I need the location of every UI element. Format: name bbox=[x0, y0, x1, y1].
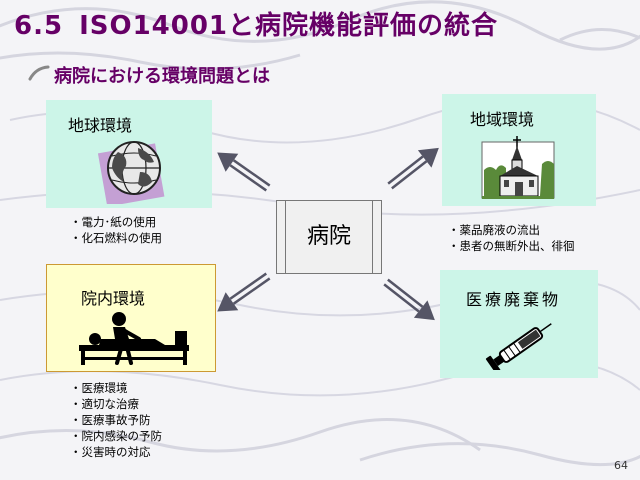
slide-subtitle: 病院における環境問題とは bbox=[54, 66, 270, 87]
arrow-to-internal-environment bbox=[209, 265, 276, 322]
hospital-center-label: 病院 bbox=[306, 224, 351, 249]
arrow-to-regional-environment bbox=[381, 137, 447, 196]
center-box-divider bbox=[372, 201, 373, 273]
medical-waste-label: 医療廃棄物 bbox=[466, 290, 562, 309]
note-item: 災害時の対応 bbox=[70, 444, 162, 460]
syringe-icon bbox=[485, 323, 552, 370]
section-number: 6.5 bbox=[14, 11, 64, 41]
note-item: 院内感染の予防 bbox=[70, 428, 163, 444]
note-item: 患者の無断外出、徘徊 bbox=[448, 238, 575, 254]
regional-environment-label: 地域環境 bbox=[470, 110, 535, 129]
regional-environment-box: 地域環境 bbox=[442, 94, 596, 206]
note-item: 化石燃料の使用 bbox=[70, 230, 163, 246]
medical-waste-box: 医療廃棄物 bbox=[440, 270, 598, 378]
hospital-center-box: 病院 bbox=[276, 200, 382, 274]
page-number: 64 bbox=[614, 459, 628, 472]
arrow-to-global-environment bbox=[209, 142, 276, 199]
title-text: ISO14001と病院機能評価の統合 bbox=[79, 11, 499, 41]
global-environment-notes: 電力･紙の使用 化石燃料の使用 bbox=[70, 214, 163, 246]
patient-bed-icon bbox=[79, 312, 189, 365]
note-item: 医療環境 bbox=[70, 380, 162, 396]
slide-title: 6.5 ISO14001と病院機能評価の統合 bbox=[14, 6, 498, 46]
church-icon bbox=[481, 136, 555, 199]
arrow-to-medical-waste bbox=[377, 272, 443, 331]
regional-environment-notes: 薬品廃液の流出 患者の無断外出、徘徊 bbox=[448, 222, 575, 254]
internal-environment-box: 院内環境 bbox=[46, 264, 216, 372]
note-item: 医療事故予防 bbox=[70, 412, 162, 428]
note-item: 電力･紙の使用 bbox=[70, 214, 162, 230]
internal-environment-notes: 医療環境 適切な治療 医療事故予防 院内感染の予防 災害時の対応 bbox=[70, 380, 163, 460]
note-item: 適切な治療 bbox=[70, 396, 162, 412]
internal-environment-label: 院内環境 bbox=[81, 289, 146, 308]
global-environment-box: 地球環境 bbox=[46, 100, 212, 208]
globe-icon bbox=[98, 141, 165, 204]
subtitle-bullet-icon bbox=[28, 65, 50, 81]
global-environment-label: 地球環境 bbox=[68, 116, 133, 135]
note-item: 薬品廃液の流出 bbox=[448, 222, 575, 238]
center-box-divider bbox=[285, 201, 286, 273]
